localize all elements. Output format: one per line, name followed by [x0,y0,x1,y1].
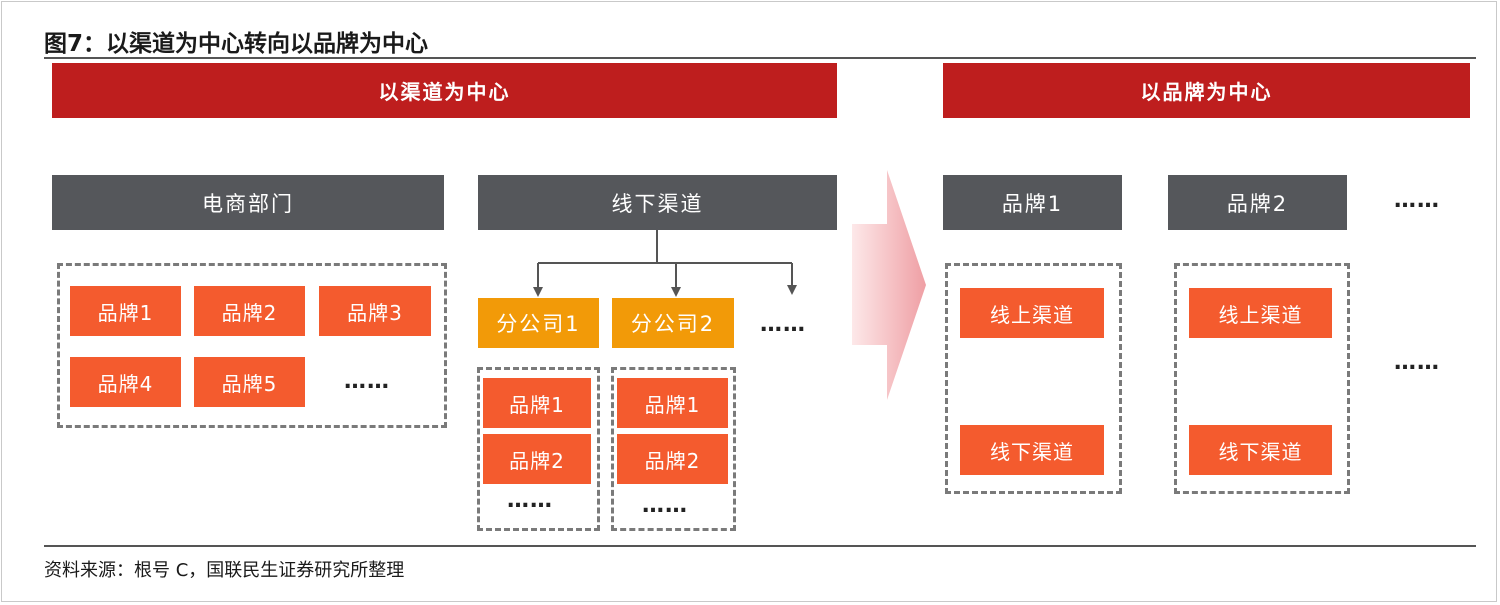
more-channels-ellipsis: …… [1394,350,1440,375]
subsidiary-2-brands-group [611,367,736,531]
subsidiary-1-brands-group [477,367,600,531]
subsidiary-2: 分公司2 [612,298,734,348]
subsidiaries-ellipsis: …… [760,312,806,337]
brand-1-online-channel: 线上渠道 [960,288,1104,338]
subsidiary-2-ellipsis: …… [642,493,688,518]
subsidiary-1-brand-2: 品牌2 [483,434,591,484]
subsidiary-1: 分公司1 [478,298,599,348]
offline-channel-header: 线下渠道 [478,175,837,230]
more-brands-ellipsis: …… [1394,188,1440,213]
ecommerce-brand-1: 品牌1 [70,286,181,336]
title-rule [44,57,1476,59]
figure-title: 图7：以渠道为中心转向以品牌为中心 [44,31,429,57]
brand-2-offline-channel: 线下渠道 [1189,425,1332,475]
banner-brand-centric: 以品牌为中心 [943,63,1470,118]
source-note: 资料来源：根号 C，国联民生证券研究所整理 [44,560,405,581]
brand-1-channels-group [945,263,1122,494]
ecommerce-brands-group [57,263,447,428]
subsidiary-2-brand-1: 品牌1 [617,378,728,428]
subsidiary-1-ellipsis: …… [507,488,553,513]
ecommerce-brand-5: 品牌5 [194,357,305,407]
ecommerce-dept-header: 电商部门 [52,175,444,230]
ecommerce-ellipsis: …… [344,369,390,394]
ecommerce-brand-2: 品牌2 [194,286,305,336]
ecommerce-brand-4: 品牌4 [70,357,181,407]
transition-arrow [852,170,926,400]
brand-2-channels-group [1174,263,1350,494]
subsidiary-2-brand-2: 品牌2 [617,434,728,484]
source-rule [44,545,1476,547]
ecommerce-brand-3: 品牌3 [319,286,431,336]
banner-channel-centric: 以渠道为中心 [52,63,837,118]
brand-2-online-channel: 线上渠道 [1189,288,1332,338]
subsidiary-1-brand-1: 品牌1 [483,378,591,428]
brand-1-offline-channel: 线下渠道 [960,425,1104,475]
brand-2-header: 品牌2 [1168,175,1347,230]
brand-1-header: 品牌1 [943,175,1122,230]
